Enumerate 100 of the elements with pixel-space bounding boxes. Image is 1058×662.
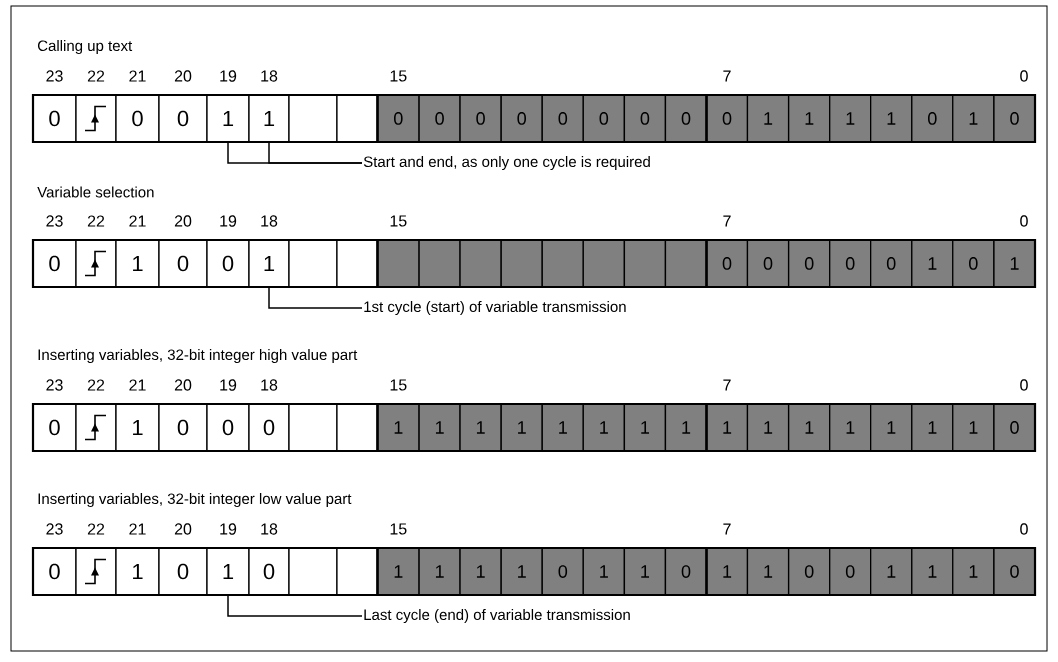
- row-title: Calling up text: [37, 40, 133, 54]
- bit-cell: 0: [206, 403, 250, 452]
- bit-number: 0: [1020, 523, 1028, 535]
- bit-cell: 0: [248, 403, 290, 452]
- bit-cell: 1: [911, 547, 954, 596]
- bit-number: 18: [261, 215, 278, 227]
- bit-number: 20: [174, 379, 192, 391]
- bit-number: 0: [1020, 215, 1028, 227]
- bit-cell: 0: [993, 547, 1036, 596]
- bit-number: 21: [129, 215, 146, 227]
- bit-number: 18: [261, 379, 278, 391]
- bit-number: 18: [261, 70, 278, 82]
- bit-cell: 0: [248, 547, 290, 596]
- bit-cell: 1: [788, 94, 831, 143]
- bit-cell: 1: [459, 547, 502, 596]
- edge-symbol-cell: [75, 403, 117, 452]
- bit-cell: 1: [582, 547, 625, 596]
- bit-cell: 0: [993, 403, 1036, 452]
- bit-cell: 1: [870, 403, 913, 452]
- bit-cell: 1: [582, 403, 625, 452]
- bit-cell: [288, 547, 338, 596]
- edge-symbol-cell: [75, 239, 117, 288]
- bit-cell: 1: [829, 94, 872, 143]
- bit-cell: 0: [952, 239, 995, 288]
- bit-cell: [541, 239, 584, 288]
- bit-number: 15: [390, 215, 407, 227]
- bit-cell: 0: [541, 547, 584, 596]
- bit-number: 22: [87, 379, 105, 391]
- bit-cell: 1: [952, 547, 995, 596]
- annotation-text: Start and end, as only one cycle is required: [363, 156, 650, 170]
- bit-cell: [582, 239, 625, 288]
- bit-cell: 1: [623, 547, 667, 596]
- bit-number: 7: [723, 523, 731, 535]
- bit-cell: 1: [541, 403, 584, 452]
- bit-cell: 1: [870, 547, 913, 596]
- bit-number: 19: [220, 215, 237, 227]
- bit-cell: 1: [952, 403, 995, 452]
- bit-cell: 0: [582, 94, 625, 143]
- bit-number: 20: [174, 70, 192, 82]
- bit-cell: [288, 403, 338, 452]
- bit-cell: 0: [206, 239, 250, 288]
- leader-line: [227, 593, 363, 617]
- bit-number: 23: [46, 379, 63, 391]
- bit-number: 7: [723, 215, 731, 227]
- bit-cell: 1: [911, 403, 954, 452]
- bit-number: 23: [46, 215, 63, 227]
- bit-cell: 1: [500, 547, 543, 596]
- bit-number: 15: [390, 523, 407, 535]
- annotation-text: Last cycle (end) of variable transmission: [364, 609, 630, 623]
- bit-number: 15: [390, 70, 407, 82]
- bit-number: 19: [220, 523, 237, 535]
- bit-cell: [623, 239, 667, 288]
- bit-number: 0: [1020, 70, 1028, 82]
- bit-cell: 0: [459, 94, 502, 143]
- bit-number: 19: [220, 379, 237, 391]
- bit-cell: 1: [788, 403, 831, 452]
- bit-number: 18: [261, 523, 278, 535]
- bit-cell: 0: [788, 547, 831, 596]
- bit-number: 22: [87, 70, 105, 82]
- leader-line: [268, 285, 363, 309]
- bit-number: 23: [46, 70, 63, 82]
- row-title: Inserting variables, 32-bit integer low value part: [38, 493, 352, 507]
- bit-number: 19: [220, 70, 237, 82]
- bit-cell: 1: [623, 403, 667, 452]
- bit-number: 7: [723, 70, 731, 82]
- bit-cell: [459, 239, 502, 288]
- bit-cell: 1: [952, 94, 995, 143]
- bit-cell: 0: [911, 94, 954, 143]
- bit-cell: 1: [206, 547, 250, 596]
- bit-number: 7: [723, 379, 731, 391]
- bit-number: 20: [174, 215, 192, 227]
- bit-cell: 1: [746, 547, 790, 596]
- bit-number: 21: [129, 70, 146, 82]
- edge-symbol-cell: [75, 94, 117, 143]
- bit-cell: 1: [500, 403, 543, 452]
- bit-number: 21: [129, 523, 146, 535]
- bit-cell: 0: [500, 94, 543, 143]
- bit-cell: 1: [829, 403, 872, 452]
- bit-cell: 0: [870, 239, 913, 288]
- bit-cell: 0: [623, 94, 667, 143]
- bit-cell: 0: [158, 239, 208, 288]
- bit-cell: 0: [829, 239, 872, 288]
- bit-cell: 1: [911, 239, 954, 288]
- bit-cell: 1: [870, 94, 913, 143]
- bit-number: 20: [174, 523, 192, 535]
- bit-number: 22: [87, 215, 105, 227]
- row-title: Variable selection: [37, 186, 154, 198]
- bit-cell: [288, 239, 338, 288]
- bit-cell: 0: [541, 94, 584, 143]
- leader-line: [268, 140, 363, 164]
- bit-number: 22: [87, 523, 105, 535]
- bit-cell: 1: [248, 94, 290, 143]
- bit-cell: 0: [746, 239, 790, 288]
- bit-cell: 0: [788, 239, 831, 288]
- bit-cell: 1: [746, 403, 790, 452]
- bit-cell: 0: [993, 94, 1036, 143]
- row-title: Inserting variables, 32-bit integer high value part: [38, 349, 358, 363]
- annotation-text: 1st cycle (start) of variable transmission: [364, 301, 626, 315]
- bit-number: 0: [1020, 379, 1028, 391]
- bit-number: 23: [46, 523, 63, 535]
